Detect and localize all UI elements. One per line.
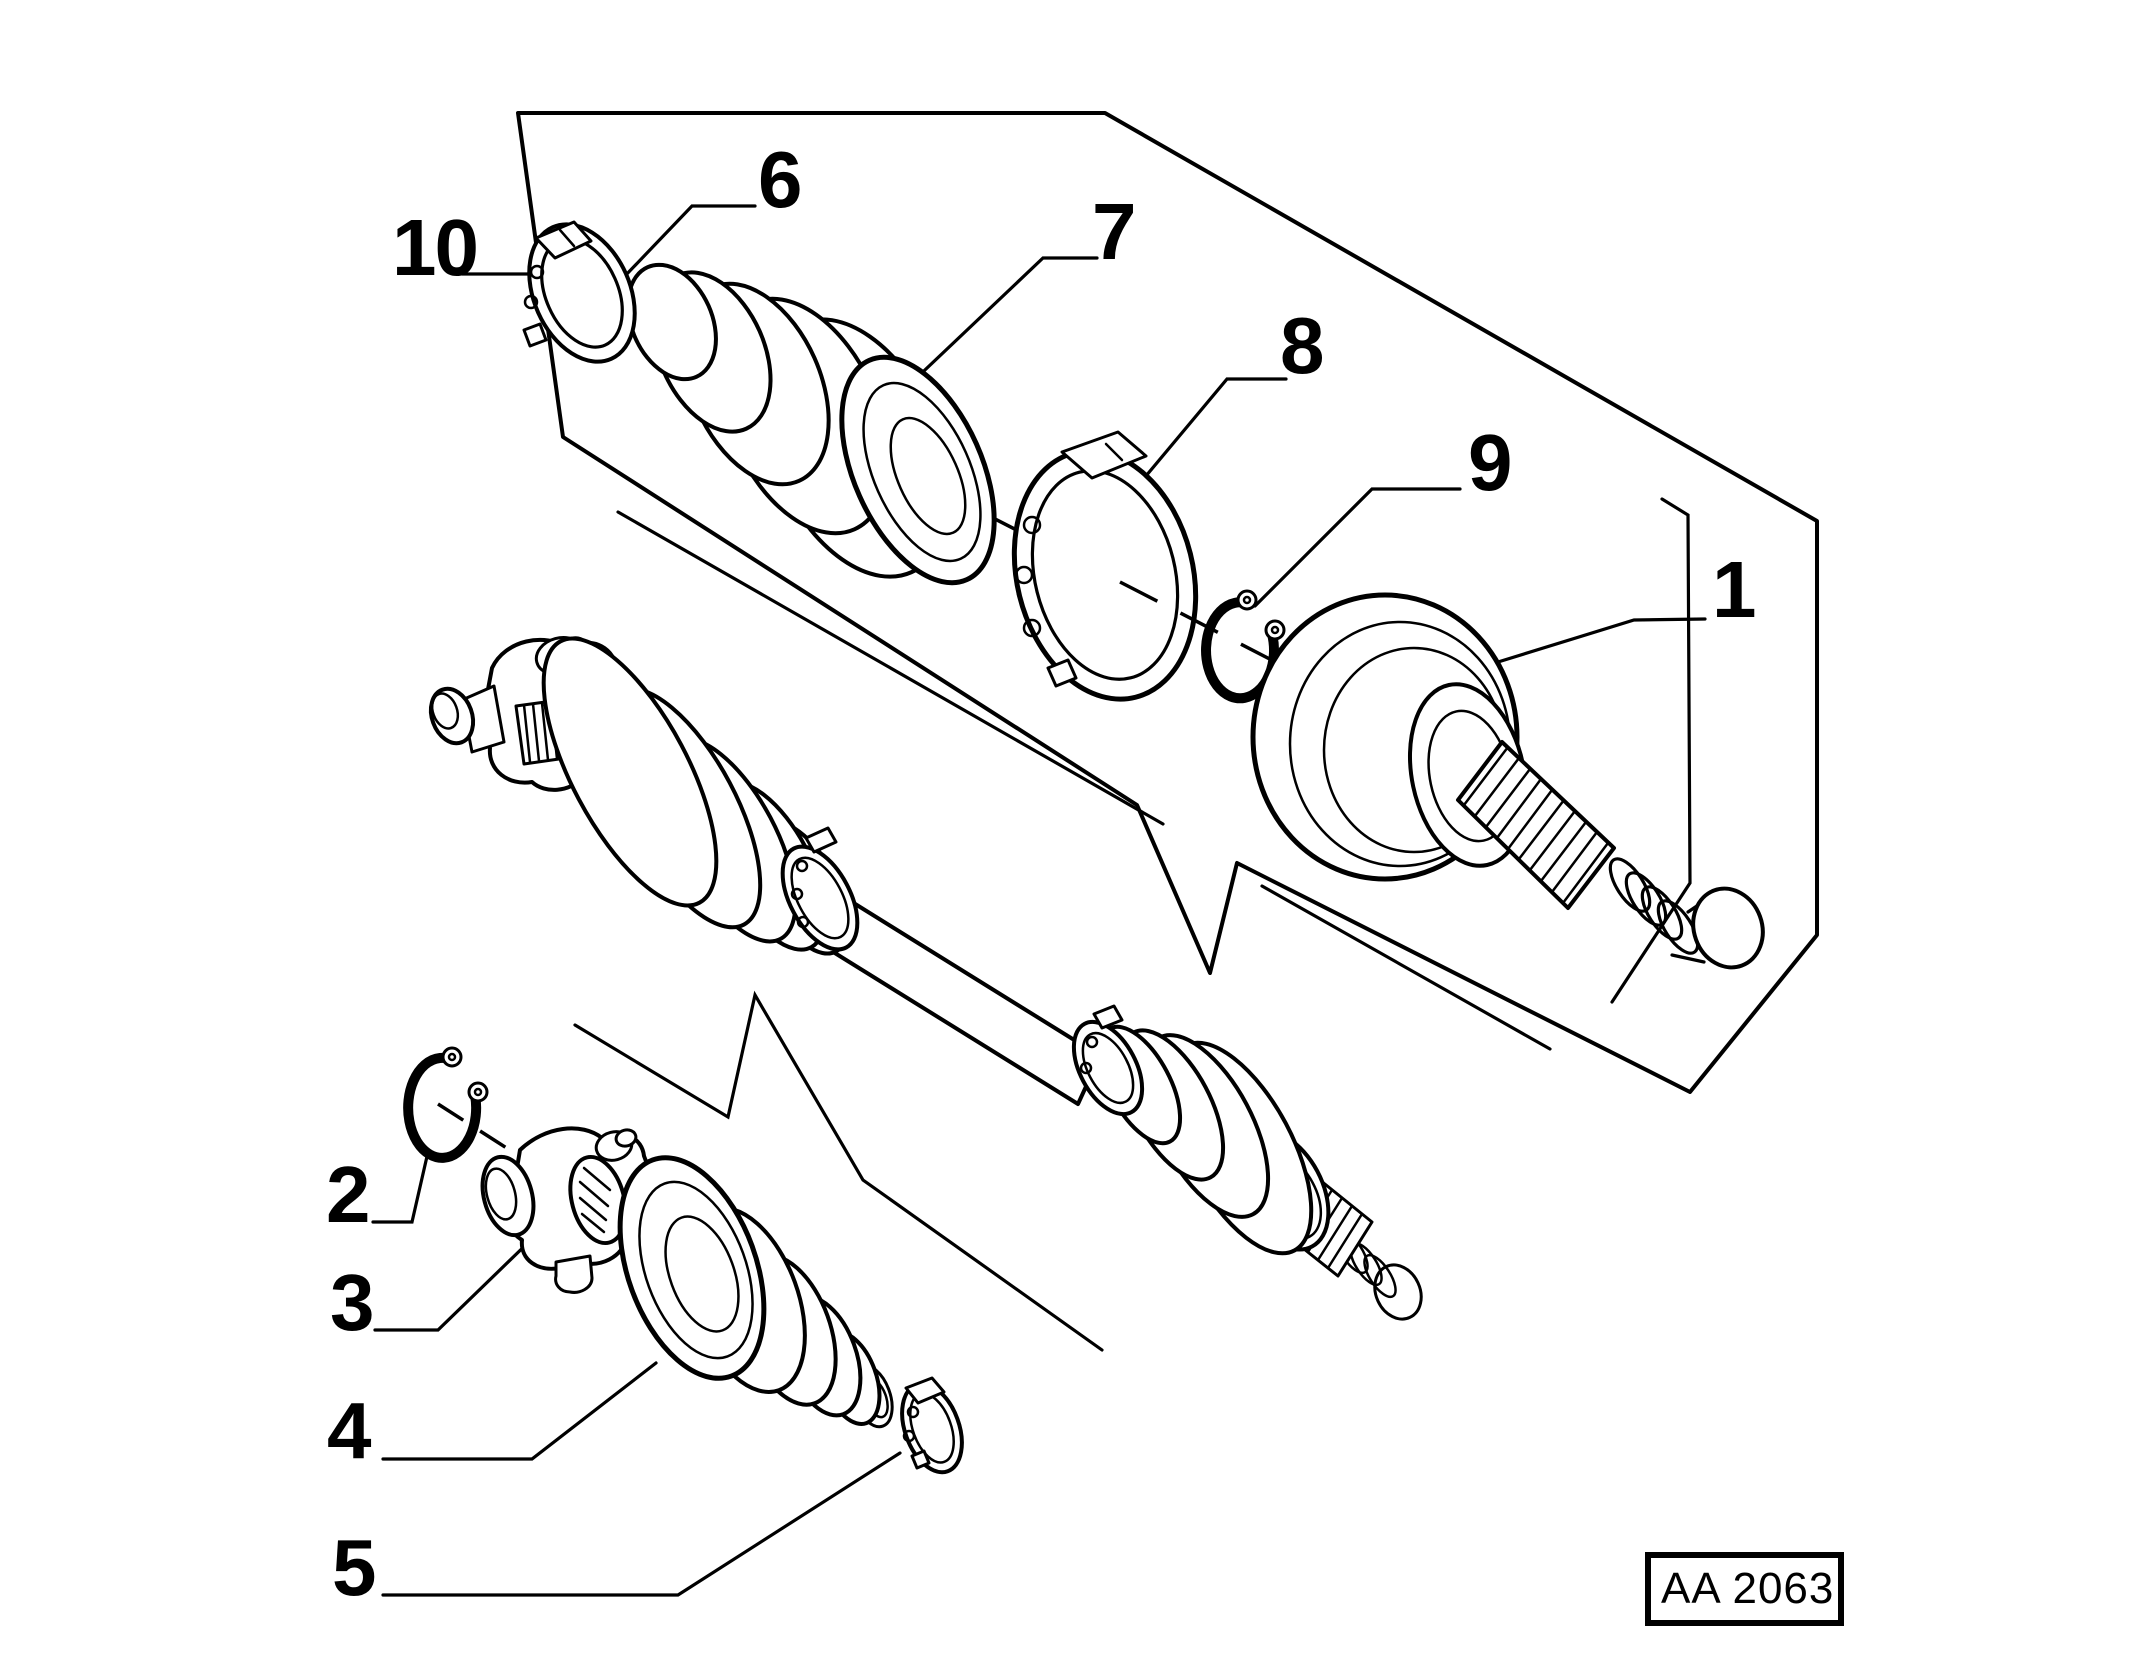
clamp-part6 [522,220,637,364]
clamp5-buckle [904,1376,946,1405]
axle-outer-joint [1071,1004,1423,1321]
leader-5 [381,1451,902,1597]
tripod-joint-part3 [480,1126,650,1294]
leader-6 [622,204,757,279]
callout-9: 9 [1468,418,1513,507]
outer-cv-joint-part1 [1250,592,1765,970]
kit-box-lower-edge-left [616,510,1165,826]
leader-1 [1496,617,1707,664]
kit-box-inner-edge [1610,497,1692,1004]
kit-box-outline [516,111,1819,1094]
assembly-association-line [573,990,1104,1352]
axle-shaft [828,900,1102,1106]
snap-ring-part2 [403,1046,489,1163]
boot7-mouth-rim [839,354,997,586]
joint1-tip [1691,886,1765,970]
callout-1: 1 [1712,545,1757,634]
callout-6: 6 [758,135,803,224]
leader-3 [373,1232,539,1332]
figure-code: AA 2063 [1661,1564,1835,1613]
leader-9 [1253,487,1462,608]
figure-code-box: AA 2063 [1645,1552,1844,1626]
callout-5: 5 [332,1523,377,1612]
clamp8-tab [1060,430,1148,480]
boot-outer-part7 [626,262,997,586]
tripod-left-roller [480,1154,536,1238]
inner-boot-part4 [617,1155,894,1429]
callout-2: 2 [326,1150,371,1239]
leader-2 [371,1150,430,1224]
clamp-ring-part8 [1011,430,1199,702]
boot4-mouth-rim [617,1155,767,1381]
axis-dashed-upper-b [1119,580,1331,692]
clamp6-buckle [534,220,593,260]
axle-outer-clamp [1071,1019,1145,1117]
axle-inner-boot-clamp [780,844,860,952]
callout-4: 4 [327,1386,372,1475]
callout-3: 3 [330,1258,375,1347]
callout-10: 10 [392,203,479,292]
assembled-driveshaft [428,636,1423,1321]
clamp-part5 [900,1376,964,1475]
callout-8: 8 [1280,301,1325,390]
callout-7: 7 [1092,187,1137,276]
callout-leader-lines [371,204,1707,1597]
kit-box-lower-edge-right [1260,884,1552,1051]
axle-inner-boot [541,636,860,956]
joint1-threads [1608,857,1765,970]
leader-4 [381,1361,658,1461]
leader-8 [1128,377,1288,497]
joint1-splines [1456,740,1616,910]
